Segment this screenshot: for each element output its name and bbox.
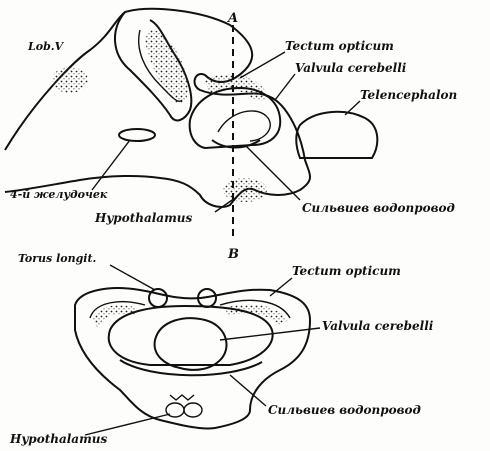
hypothalamus-blob-right xyxy=(184,403,202,417)
telencephalon-shape xyxy=(296,112,377,158)
valvula-inner-ring xyxy=(218,111,270,141)
label-hypothalamus-top: Hypothalamus xyxy=(94,211,193,225)
valvula-cross xyxy=(109,306,273,365)
hypothalamus-marks xyxy=(170,395,194,400)
lob-v-region xyxy=(52,67,88,93)
valvula-hatched xyxy=(190,88,281,148)
label-valvula-cerebelli-cross: Valvula cerebelli xyxy=(322,319,434,333)
label-lob-v: Lob.V xyxy=(27,40,65,53)
label-telencephalon: Telencephalon xyxy=(360,88,457,102)
section-marker-b: B xyxy=(227,247,239,262)
section-marker-a: A xyxy=(226,11,238,26)
label-tectum-opticum-cross: Tectum opticum xyxy=(292,264,401,278)
tectum-dotted-left xyxy=(92,305,138,328)
cross-section-view: Torus longit. Tectum opticum Valvula cer… xyxy=(9,252,434,446)
hypothalamus-region xyxy=(223,178,267,202)
label-sylvian-aqueduct-top: Сильвиев водопровод xyxy=(302,201,455,215)
label-tectum-opticum-top: Tectum opticum xyxy=(285,39,394,53)
label-fourth-ventricle: 4-й желудочек xyxy=(10,188,108,201)
label-valvula-cerebelli-top: Valvula cerebelli xyxy=(295,61,407,75)
label-hypothalamus-cross: Hypothalamus xyxy=(9,432,108,446)
valvula-core xyxy=(155,318,227,370)
torus-left xyxy=(149,289,167,307)
fourth-ventricle-shape xyxy=(119,129,155,141)
label-sylvian-aqueduct-cross: Сильвиев водопровод xyxy=(268,403,421,417)
sagittal-view: A B Lob.V Tectum opticum Valvula cerebel… xyxy=(5,9,457,262)
label-torus-longit: Torus longit. xyxy=(18,252,97,265)
